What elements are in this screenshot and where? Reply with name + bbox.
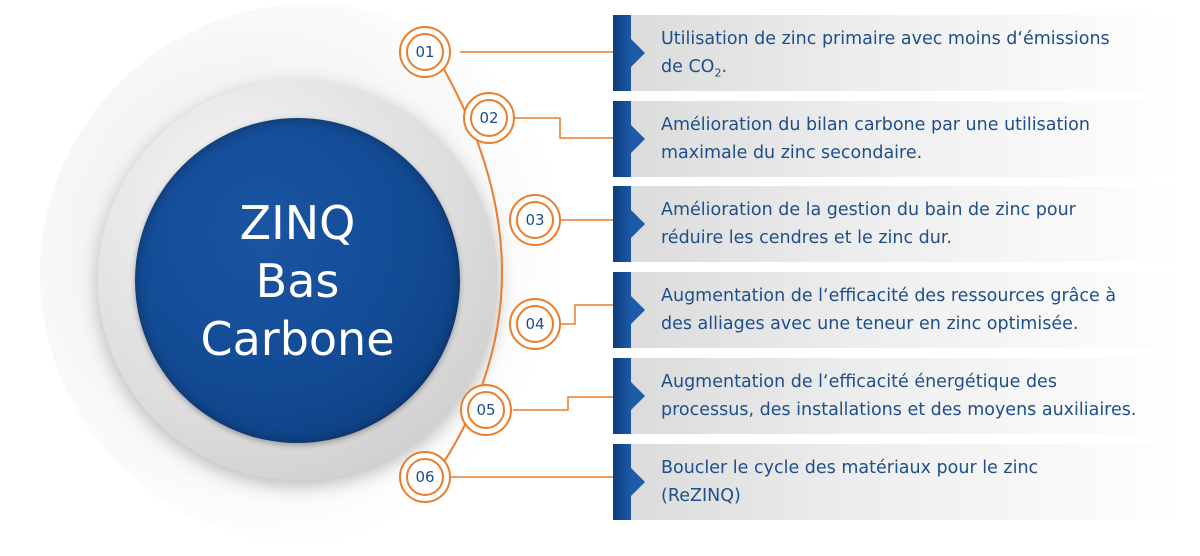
step-text-04: Augmentation de l‘efficacité des ressour… bbox=[661, 282, 1175, 338]
panel-arrow-icon bbox=[631, 210, 645, 238]
step-panel-06: Boucler le cycle des matériaux pour le z… bbox=[613, 444, 1183, 520]
step-panel-05: Augmentation de l‘efficacité énergétique… bbox=[613, 358, 1183, 434]
panel-tab bbox=[613, 186, 631, 262]
center-title-line-2: Bas bbox=[255, 253, 340, 308]
step-node-02: 02 bbox=[463, 92, 515, 144]
step-text-04-line-2: des alliages avec une teneur en zinc opt… bbox=[661, 314, 1079, 334]
step-text-02-line-2: maximale du zinc secondaire. bbox=[661, 143, 923, 163]
step-text-01-line-1: Utilisation de zinc primaire avec moins … bbox=[661, 29, 1110, 49]
step-text-04-line-1: Augmentation de l‘efficacité des ressour… bbox=[661, 286, 1117, 306]
panel-tab bbox=[613, 272, 631, 348]
step-text-05-line-2: processus, des installations et des moye… bbox=[661, 400, 1137, 420]
connector-02 bbox=[513, 117, 613, 139]
connector-04 bbox=[560, 304, 613, 325]
step-number-02: 02 bbox=[470, 99, 508, 137]
step-text-06-line-2: (ReZINQ) bbox=[661, 486, 741, 506]
step-node-06: 06 bbox=[399, 451, 451, 503]
step-number-03: 03 bbox=[516, 201, 554, 239]
step-node-05: 05 bbox=[460, 384, 512, 436]
step-text-06: Boucler le cycle des matériaux pour le z… bbox=[661, 454, 1175, 510]
co2-suffix: . bbox=[721, 57, 728, 77]
panel-arrow-icon bbox=[631, 468, 645, 496]
step-text-03-line-2: réduire les cendres et le zinc dur. bbox=[661, 228, 952, 248]
step-panel-01: Utilisation de zinc primaire avec moins … bbox=[613, 15, 1183, 91]
step-node-04: 04 bbox=[509, 298, 561, 350]
panel-tab bbox=[613, 15, 631, 91]
step-text-01-line-2: de CO2. bbox=[661, 53, 1175, 88]
step-number-06: 06 bbox=[406, 458, 444, 496]
panel-arrow-icon bbox=[631, 382, 645, 410]
step-text-02-line-1: Amélioration du bilan carbone par une ut… bbox=[661, 115, 1090, 135]
center-title-line-1: ZINQ bbox=[239, 195, 356, 250]
step-panel-03: Amélioration de la gestion du bain de zi… bbox=[613, 186, 1183, 262]
step-number-01: 01 bbox=[406, 33, 444, 71]
step-text-06-line-1: Boucler le cycle des matériaux pour le z… bbox=[661, 458, 1039, 478]
step-text-05: Augmentation de l‘efficacité énergétique… bbox=[661, 368, 1175, 424]
step-text-01: Utilisation de zinc primaire avec moins … bbox=[661, 25, 1175, 88]
step-node-01: 01 bbox=[399, 26, 451, 78]
panel-arrow-icon bbox=[631, 296, 645, 324]
connector-05 bbox=[513, 396, 613, 411]
panel-tab bbox=[613, 101, 631, 177]
panel-tab bbox=[613, 444, 631, 520]
step-text-05-line-1: Augmentation de l‘efficacité énergétique… bbox=[661, 372, 1057, 392]
step-node-03: 03 bbox=[509, 194, 561, 246]
panel-arrow-icon bbox=[631, 39, 645, 67]
center-circle: ZINQ Bas Carbone bbox=[135, 118, 460, 443]
step-number-04: 04 bbox=[516, 305, 554, 343]
step-text-02: Amélioration du bilan carbone par une ut… bbox=[661, 111, 1175, 167]
step-text-03-line-1: Amélioration de la gestion du bain de zi… bbox=[661, 200, 1076, 220]
panel-tab bbox=[613, 358, 631, 434]
co2-subscript: 2 bbox=[714, 66, 722, 80]
panel-arrow-icon bbox=[631, 125, 645, 153]
center-title-line-3: Carbone bbox=[200, 311, 395, 366]
step-number-05: 05 bbox=[467, 391, 505, 429]
step-text-03: Amélioration de la gestion du bain de zi… bbox=[661, 196, 1175, 252]
step-panel-02: Amélioration du bilan carbone par une ut… bbox=[613, 101, 1183, 177]
co2-prefix: de CO bbox=[661, 57, 715, 77]
step-panel-04: Augmentation de l‘efficacité des ressour… bbox=[613, 272, 1183, 348]
